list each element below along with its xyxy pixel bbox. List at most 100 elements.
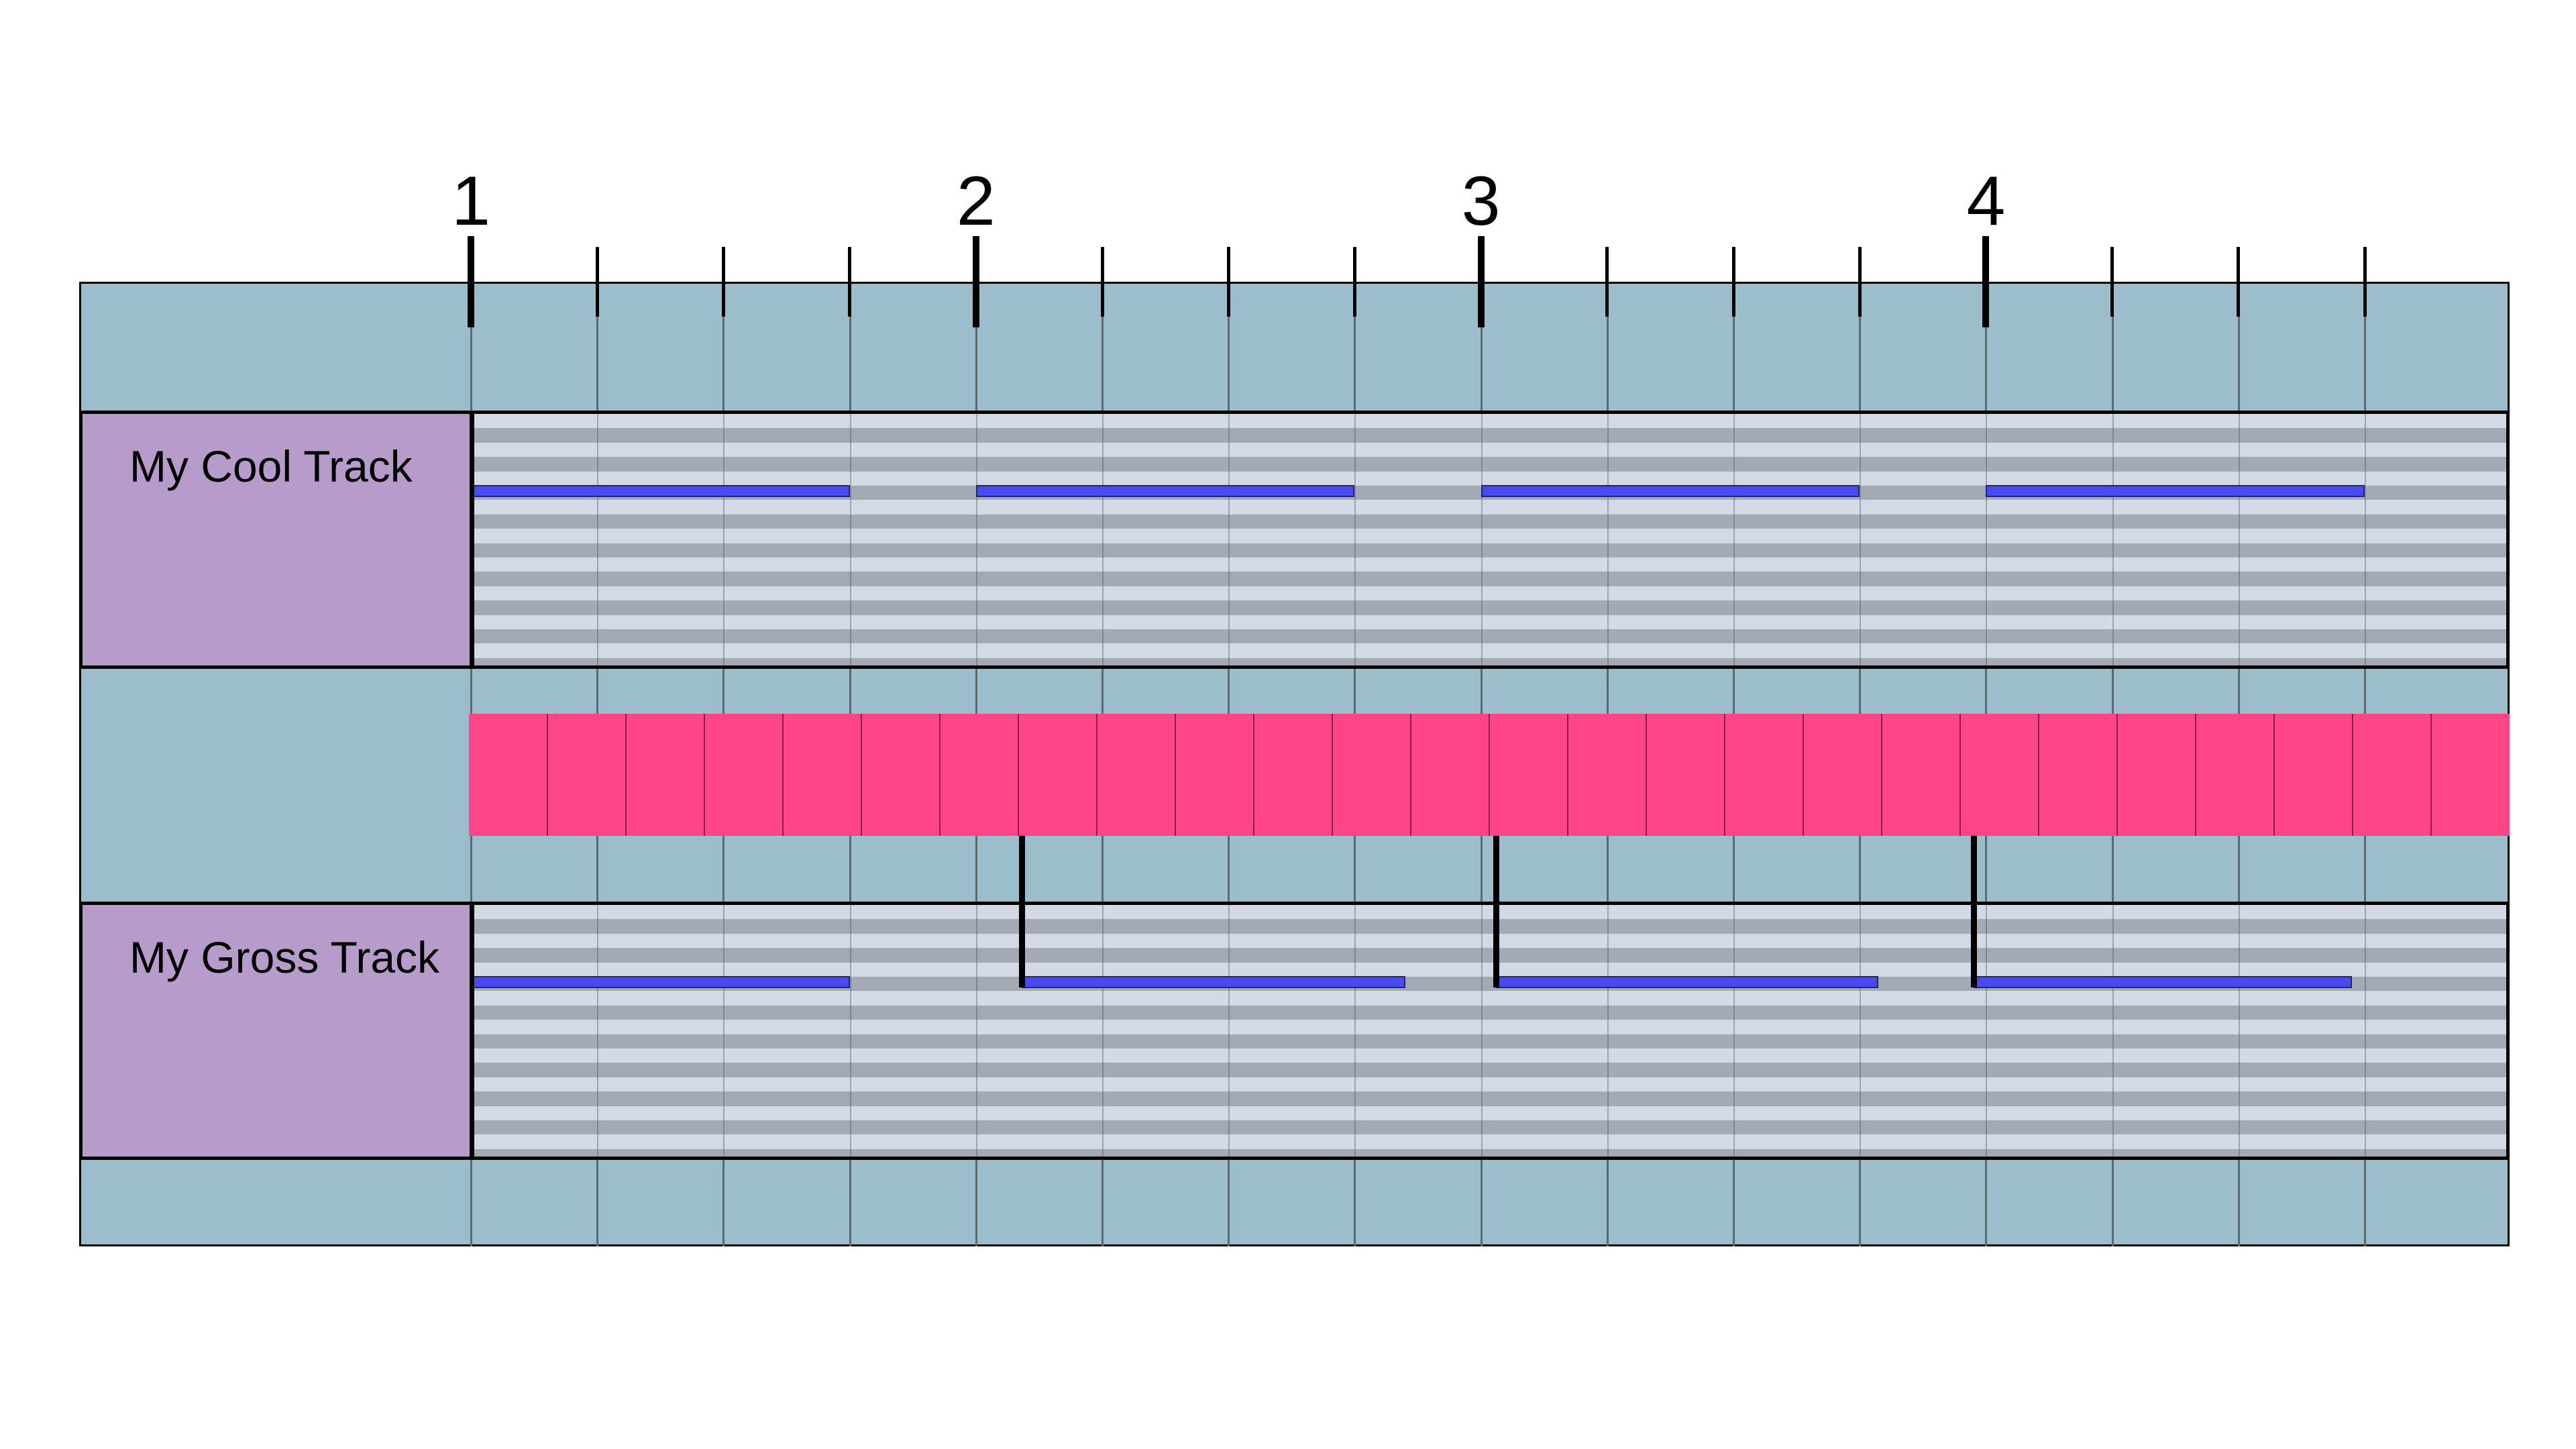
note-bar[interactable] bbox=[1986, 485, 2365, 497]
roll-beat-line bbox=[1860, 414, 1862, 665]
bar-number-4: 4 bbox=[1966, 162, 2006, 240]
pitch-row bbox=[474, 905, 2506, 920]
beat-tick bbox=[1731, 247, 1735, 317]
note-bar[interactable] bbox=[1496, 976, 1879, 988]
roll-beat-line bbox=[2238, 905, 2240, 1157]
pitch-row bbox=[474, 471, 2506, 486]
roll-beat-line bbox=[975, 414, 977, 665]
pitch-row bbox=[474, 543, 2506, 557]
pitch-row bbox=[474, 629, 2506, 644]
pitch-row bbox=[474, 614, 2506, 629]
track-label-gross[interactable]: My Gross Track bbox=[79, 902, 473, 1160]
pitch-row bbox=[474, 643, 2506, 658]
pulse-divider bbox=[625, 714, 627, 836]
roll-beat-line bbox=[1733, 414, 1735, 665]
roll-beat-line bbox=[2365, 414, 2366, 665]
roll-beat-line bbox=[723, 414, 725, 665]
bar-number-3: 3 bbox=[1461, 162, 1501, 240]
pulse-lane bbox=[469, 714, 2510, 836]
sync-marker bbox=[1493, 836, 1500, 987]
pitch-row bbox=[474, 414, 2506, 429]
sync-marker bbox=[1970, 836, 1977, 987]
roll-beat-line bbox=[1481, 414, 1483, 665]
note-bar[interactable] bbox=[1021, 976, 1405, 988]
pitch-row bbox=[474, 514, 2506, 529]
sync-marker bbox=[1018, 836, 1025, 987]
pitch-row bbox=[474, 600, 2506, 615]
pulse-divider bbox=[1881, 714, 1882, 836]
beat-tick bbox=[2237, 247, 2241, 317]
beat-tick bbox=[1352, 247, 1356, 317]
pulse-divider bbox=[1724, 714, 1725, 836]
note-bar[interactable] bbox=[1973, 976, 2353, 988]
roll-beat-line bbox=[723, 905, 725, 1157]
note-bar[interactable] bbox=[1481, 485, 1860, 497]
roll-beat-line bbox=[1354, 905, 1356, 1157]
pitch-row bbox=[474, 1106, 2506, 1120]
roll-beat-line bbox=[2238, 414, 2240, 665]
roll-beat-line bbox=[1733, 905, 1735, 1157]
bar-tick bbox=[468, 236, 474, 327]
beat-tick bbox=[721, 247, 725, 317]
roll-beat-line bbox=[1102, 414, 1104, 665]
pulse-divider bbox=[1960, 714, 1961, 836]
pitch-row bbox=[474, 1148, 2506, 1157]
pulse-divider bbox=[704, 714, 705, 836]
track-label-cool[interactable]: My Cool Track bbox=[79, 411, 473, 669]
pitch-row bbox=[474, 457, 2506, 472]
pitch-row bbox=[474, 529, 2506, 543]
note-bar[interactable] bbox=[474, 976, 850, 988]
bar-number-2: 2 bbox=[956, 162, 996, 240]
pitch-row bbox=[474, 1077, 2506, 1092]
pitch-row bbox=[474, 1005, 2506, 1020]
pulse-divider bbox=[1332, 714, 1333, 836]
pulse-divider bbox=[1096, 714, 1097, 836]
pulse-divider bbox=[1253, 714, 1254, 836]
track-name: My Gross Track bbox=[129, 932, 440, 982]
piano-roll-gross[interactable] bbox=[471, 902, 2510, 1160]
roll-beat-line bbox=[2112, 905, 2114, 1157]
pitch-row bbox=[474, 557, 2506, 572]
beat-tick bbox=[1605, 247, 1609, 317]
pitch-row bbox=[474, 991, 2506, 1006]
beat-tick bbox=[2363, 247, 2367, 317]
beat-tick bbox=[1100, 247, 1104, 317]
pulse-divider bbox=[861, 714, 862, 836]
pitch-row bbox=[474, 586, 2506, 601]
roll-beat-line bbox=[1986, 414, 1988, 665]
pitch-row bbox=[474, 1134, 2506, 1149]
roll-beat-line bbox=[1986, 905, 1988, 1157]
pitch-row bbox=[474, 1049, 2506, 1063]
pulse-divider bbox=[2195, 714, 2196, 836]
beat-tick bbox=[848, 247, 852, 317]
pitch-row bbox=[474, 1063, 2506, 1077]
pulse-divider bbox=[1646, 714, 1647, 836]
note-bar[interactable] bbox=[975, 485, 1355, 497]
note-bar[interactable] bbox=[474, 485, 850, 497]
roll-beat-line bbox=[849, 905, 851, 1157]
pulse-divider bbox=[1567, 714, 1568, 836]
pulse-divider bbox=[2116, 714, 2118, 836]
roll-beat-line bbox=[1354, 414, 1356, 665]
pulse-divider bbox=[1803, 714, 1804, 836]
bar-tick bbox=[1477, 236, 1485, 327]
roll-beat-line bbox=[2365, 905, 2366, 1157]
pitch-row bbox=[474, 572, 2506, 586]
pitch-row bbox=[474, 500, 2506, 515]
roll-beat-line bbox=[849, 414, 851, 665]
pulse-divider bbox=[1175, 714, 1176, 836]
roll-beat-line bbox=[597, 905, 599, 1157]
piano-roll-cool[interactable] bbox=[471, 411, 2510, 669]
bar-number-1: 1 bbox=[451, 162, 490, 240]
roll-beat-line bbox=[1607, 414, 1609, 665]
pitch-row bbox=[474, 933, 2506, 949]
beat-tick bbox=[595, 247, 599, 317]
pulse-divider bbox=[2430, 714, 2432, 836]
roll-beat-line bbox=[975, 905, 977, 1157]
pulse-divider bbox=[547, 714, 548, 836]
pulse-divider bbox=[1489, 714, 1490, 836]
roll-beat-line bbox=[597, 414, 599, 665]
roll-beat-line bbox=[2112, 414, 2114, 665]
roll-beat-line bbox=[1228, 905, 1230, 1157]
